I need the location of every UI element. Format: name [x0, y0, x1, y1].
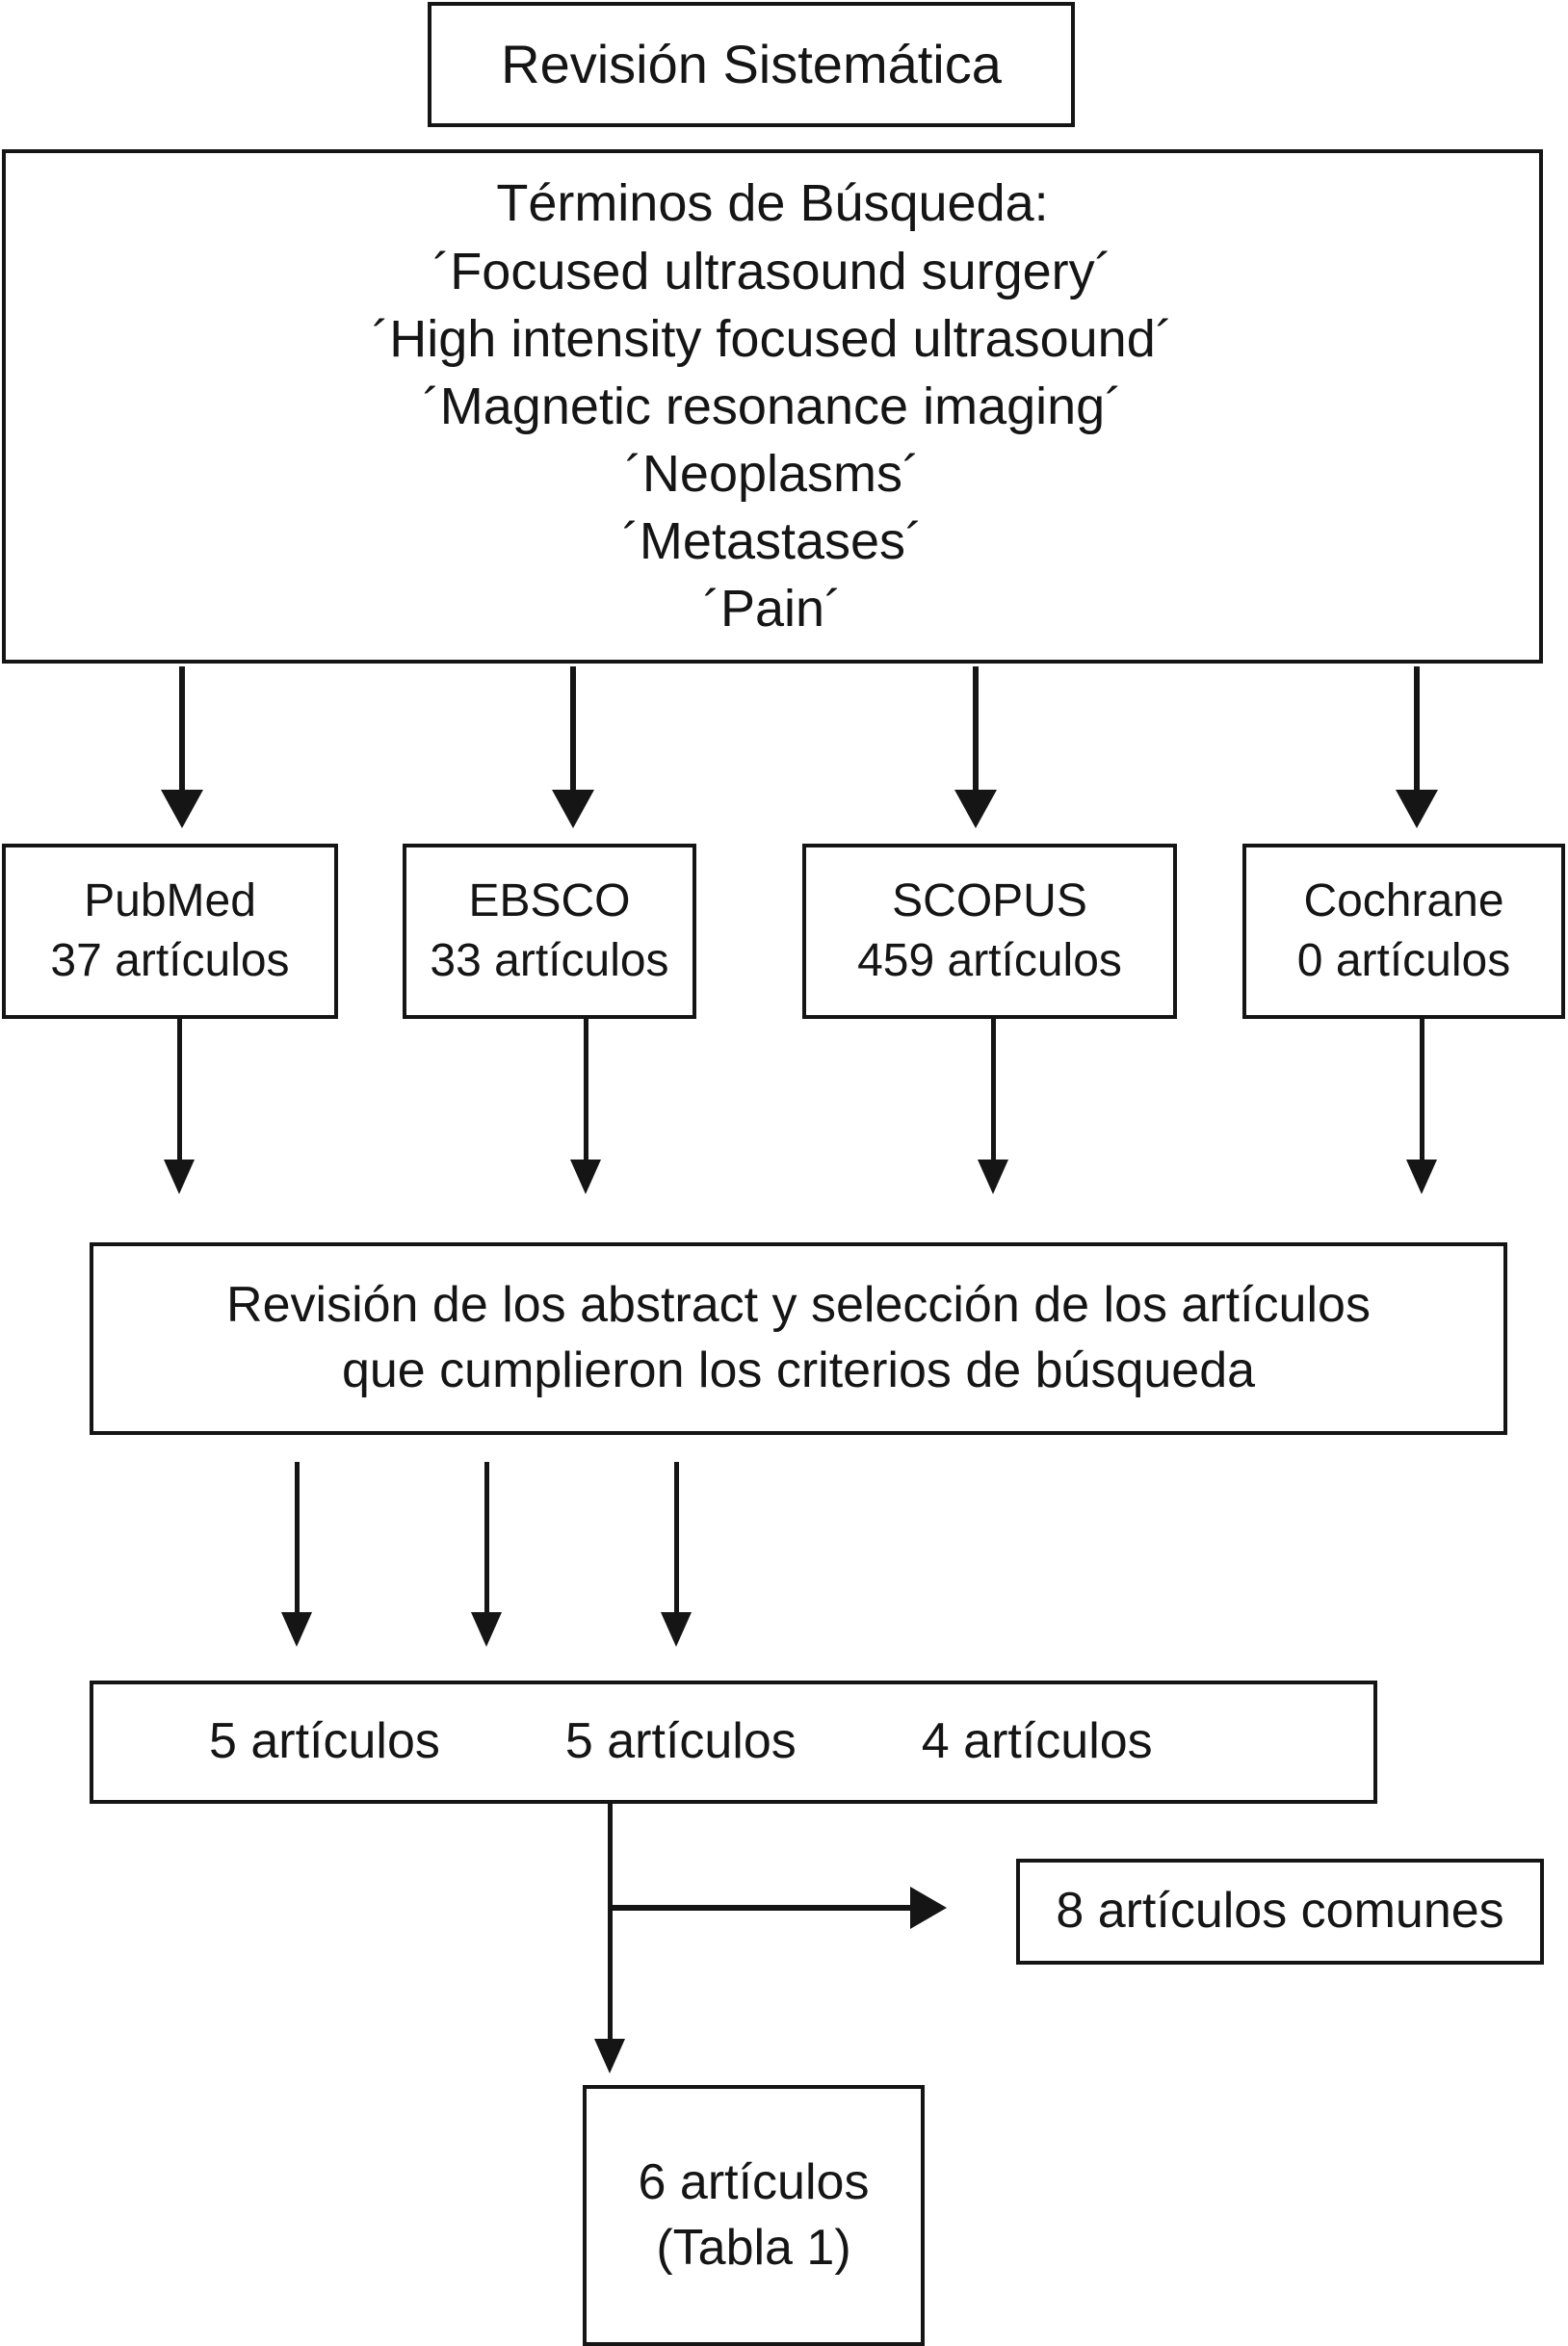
final-articles-line-1: 6 artículos — [638, 2153, 870, 2210]
arrow-abstract-to-counts-line-3 — [674, 1462, 679, 1616]
arrow-counts-to-common-line — [608, 1905, 912, 1911]
arrow-abstract-to-counts-head-3 — [661, 1612, 692, 1647]
database-name-ebsco: EBSCO — [468, 874, 631, 926]
abstract-review-line-2: que cumplieron los criterios de búsqueda — [341, 1342, 1256, 1398]
database-box-scopus: SCOPUS 459 artículos — [802, 844, 1177, 1019]
arrow-ebsco-to-abstract-line — [584, 1019, 588, 1163]
arrow-terms-to-ebsco-line — [570, 666, 576, 794]
database-count-cochrane: 0 artículos — [1296, 935, 1511, 986]
search-term-4: ´Neoplasms´ — [624, 445, 921, 504]
arrow-terms-to-cochrane-head — [1396, 790, 1438, 828]
database-name-cochrane: Cochrane — [1303, 874, 1504, 926]
database-box-pubmed: PubMed 37 artículos — [2, 844, 338, 1019]
search-terms-heading: Términos de Búsqueda: — [496, 174, 1049, 233]
count-item-3: 4 artículos — [921, 1713, 1153, 1770]
arrow-abstract-to-counts-head-1 — [281, 1612, 312, 1647]
count-item-1: 5 artículos — [209, 1713, 440, 1770]
abstract-review-line-1: Revisión de los abstract y selección de … — [226, 1277, 1371, 1334]
arrow-terms-to-ebsco-head — [552, 790, 594, 828]
search-term-3: ´Magnetic resonance imaging´ — [422, 377, 1123, 435]
arrow-cochrane-to-abstract-head — [1406, 1160, 1437, 1194]
arrow-abstract-to-counts-head-2 — [471, 1612, 502, 1647]
database-count-ebsco: 33 artículos — [430, 935, 669, 986]
common-articles-text: 8 artículos comunes — [1056, 1883, 1504, 1940]
arrow-terms-to-pubmed-head — [161, 790, 203, 828]
search-term-5: ´Metastases´ — [621, 512, 924, 571]
arrow-terms-to-pubmed-line — [179, 666, 185, 794]
final-articles-line-2: (Tabla 1) — [656, 2219, 851, 2276]
arrow-scopus-to-abstract-head — [978, 1160, 1008, 1194]
title-box: Revisión Sistemática — [428, 2, 1075, 127]
database-box-ebsco: EBSCO 33 artículos — [403, 844, 696, 1019]
arrow-abstract-to-counts-line-1 — [295, 1462, 300, 1616]
database-count-pubmed: 37 artículos — [50, 935, 290, 986]
database-name-scopus: SCOPUS — [892, 874, 1087, 926]
arrow-terms-to-scopus-head — [954, 790, 997, 828]
database-count-scopus: 459 artículos — [857, 935, 1122, 986]
search-terms-box: Términos de Búsqueda: ´Focused ultrasoun… — [2, 149, 1543, 664]
final-articles-box: 6 artículos (Tabla 1) — [583, 2085, 925, 2346]
arrow-counts-to-common-head — [910, 1887, 947, 1929]
search-term-6: ´Pain´ — [702, 580, 843, 639]
abstract-review-box: Revisión de los abstract y selección de … — [90, 1242, 1507, 1435]
search-term-1: ´Focused ultrasound surgery´ — [432, 242, 1112, 300]
arrow-scopus-to-abstract-line — [991, 1019, 996, 1163]
title-text: Revisión Sistemática — [501, 33, 1002, 94]
arrow-terms-to-scopus-line — [973, 666, 979, 794]
database-name-pubmed: PubMed — [84, 874, 256, 926]
database-box-cochrane: Cochrane 0 artículos — [1242, 844, 1565, 1019]
common-articles-box: 8 artículos comunes — [1016, 1859, 1544, 1965]
arrow-counts-trunk-line — [608, 1804, 613, 2043]
arrow-cochrane-to-abstract-line — [1420, 1019, 1424, 1163]
arrow-abstract-to-counts-line-2 — [484, 1462, 489, 1616]
arrow-counts-to-final-head — [594, 2039, 625, 2073]
search-term-2: ´High intensity focused ultrasound´ — [372, 309, 1173, 368]
arrow-pubmed-to-abstract-line — [177, 1019, 182, 1163]
arrow-pubmed-to-abstract-head — [164, 1160, 195, 1194]
counts-box: 5 artículos 5 artículos 4 artículos — [90, 1681, 1377, 1804]
arrow-ebsco-to-abstract-head — [570, 1160, 601, 1194]
arrow-terms-to-cochrane-line — [1414, 666, 1420, 794]
count-item-2: 5 artículos — [564, 1713, 797, 1770]
